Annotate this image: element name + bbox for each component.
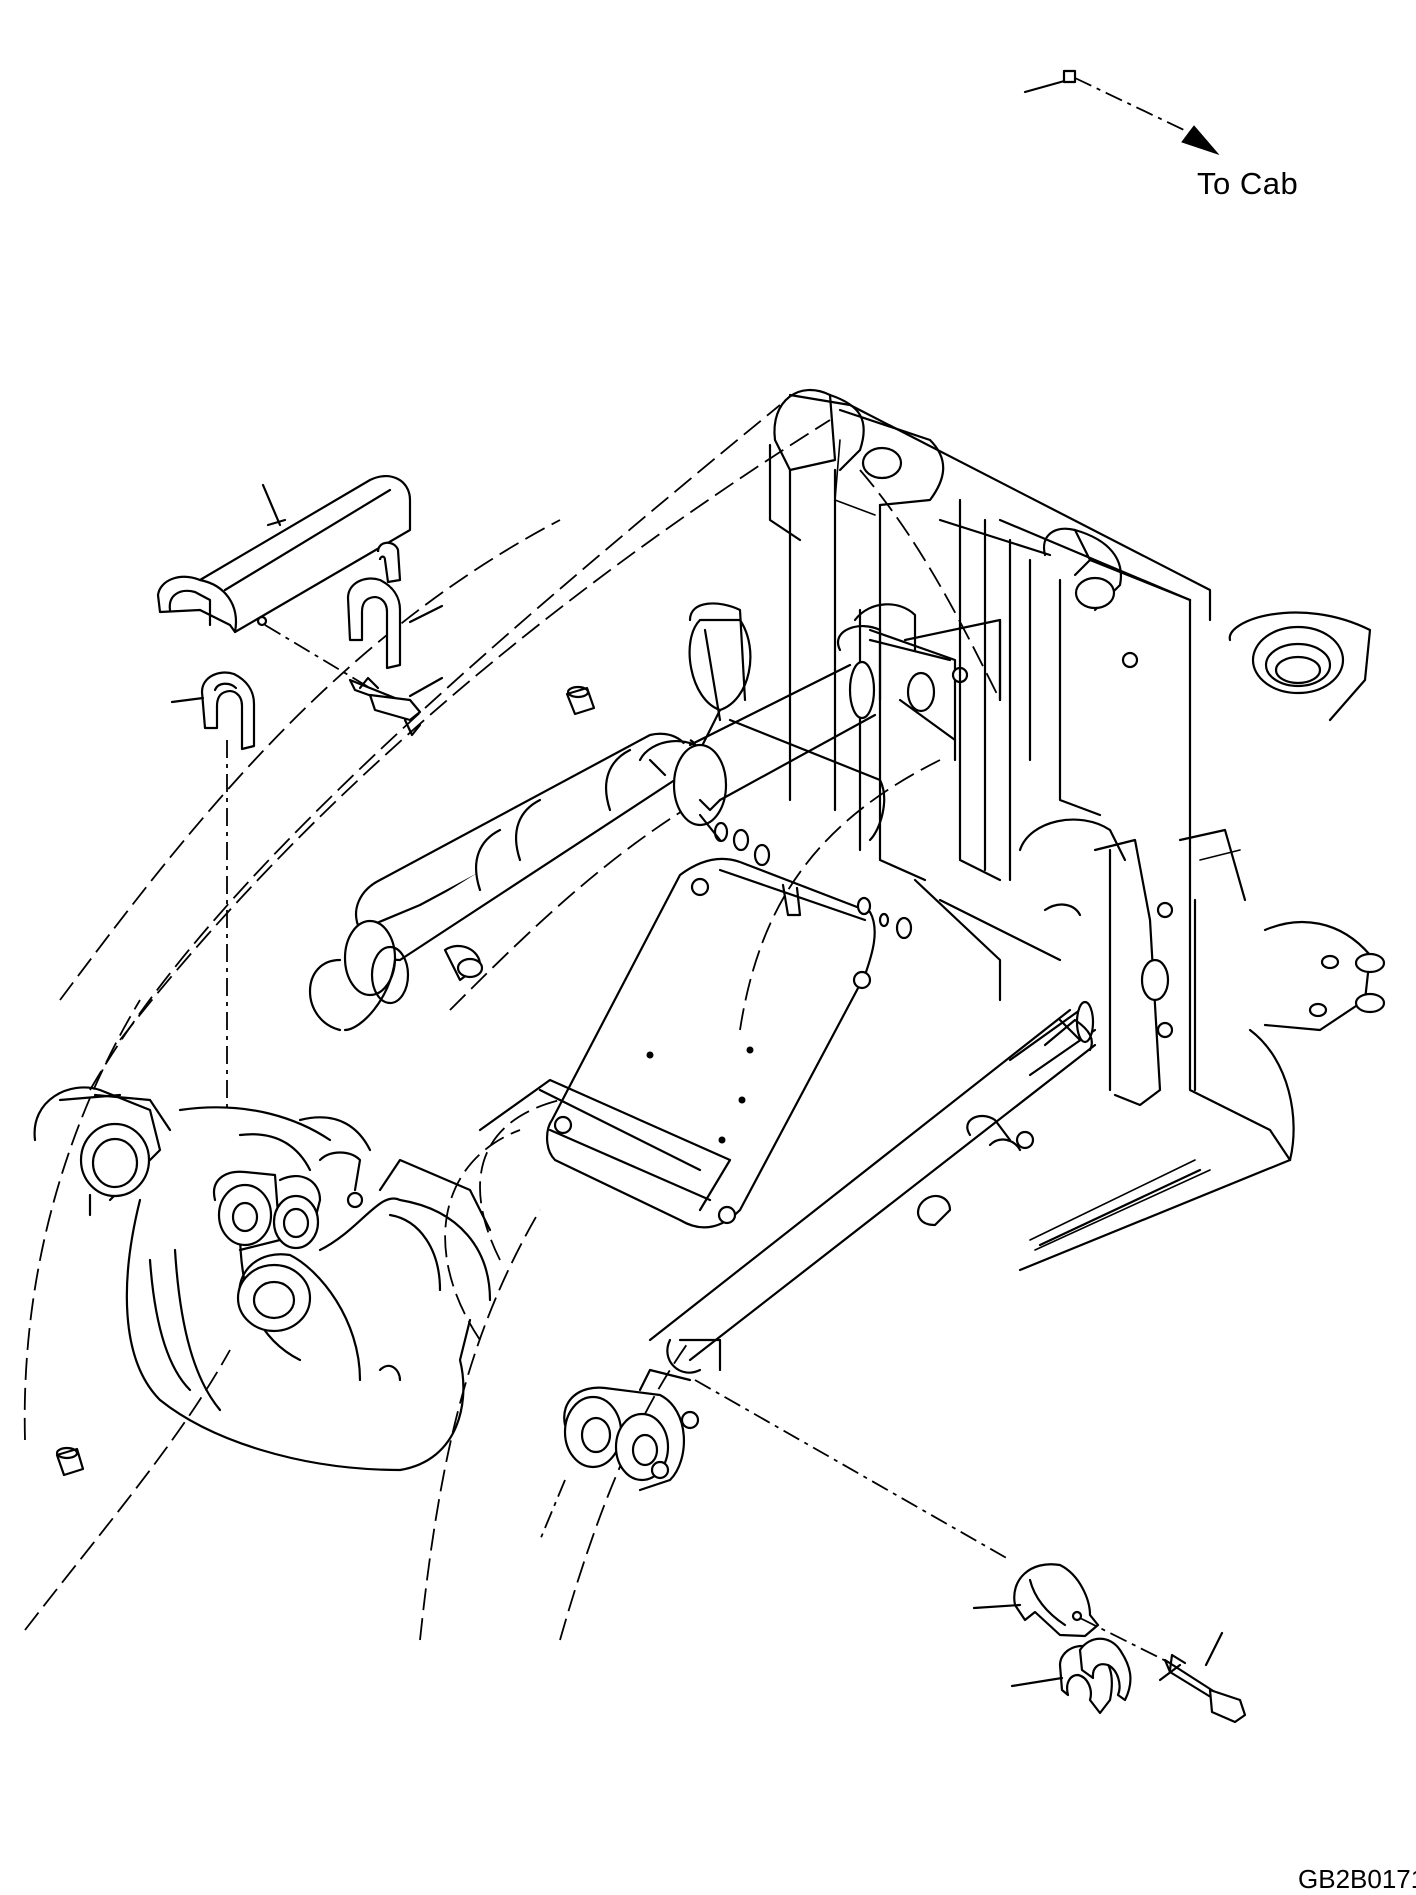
lock-pin-lower (1158, 1653, 1247, 1724)
shim-lower-pair (1058, 1637, 1132, 1715)
to-cab-direction-arrow (1023, 69, 1220, 156)
assembly-centerlines (226, 624, 1171, 1664)
boom-pivot-towers (688, 389, 1192, 1107)
cylinder-cover-lower (1013, 1563, 1100, 1638)
bushing-lower (55, 1446, 85, 1477)
u-shim-lower (200, 671, 256, 751)
access-cover-plate (546, 857, 876, 1229)
callout-leaders (170, 483, 1224, 1688)
loader-front-frame (788, 393, 1386, 1272)
to-cab-label: To Cab (1197, 166, 1299, 201)
lock-pin-upper (348, 676, 422, 737)
cylinder-clevis-left (212, 1151, 364, 1252)
lift-cylinder-left (308, 660, 877, 1032)
drawing-number: GB2B0171 (1298, 1864, 1416, 1894)
tilt-lever-left (125, 1106, 492, 1472)
bell-crank-assembly (688, 618, 952, 752)
cylinder-clevis-right (563, 1368, 700, 1492)
boom-cross-tube (478, 718, 886, 1212)
mounting-holes (713, 821, 913, 940)
hose-fittings (917, 903, 1093, 1227)
boom-outline-dashed (23, 404, 1001, 1641)
boom-pin-boss-left (33, 1086, 172, 1217)
cylinder-cover-upper (156, 475, 412, 634)
lift-cylinder-right (648, 1000, 1097, 1374)
u-shim-upper (346, 577, 402, 670)
bushing-upper (565, 685, 596, 716)
